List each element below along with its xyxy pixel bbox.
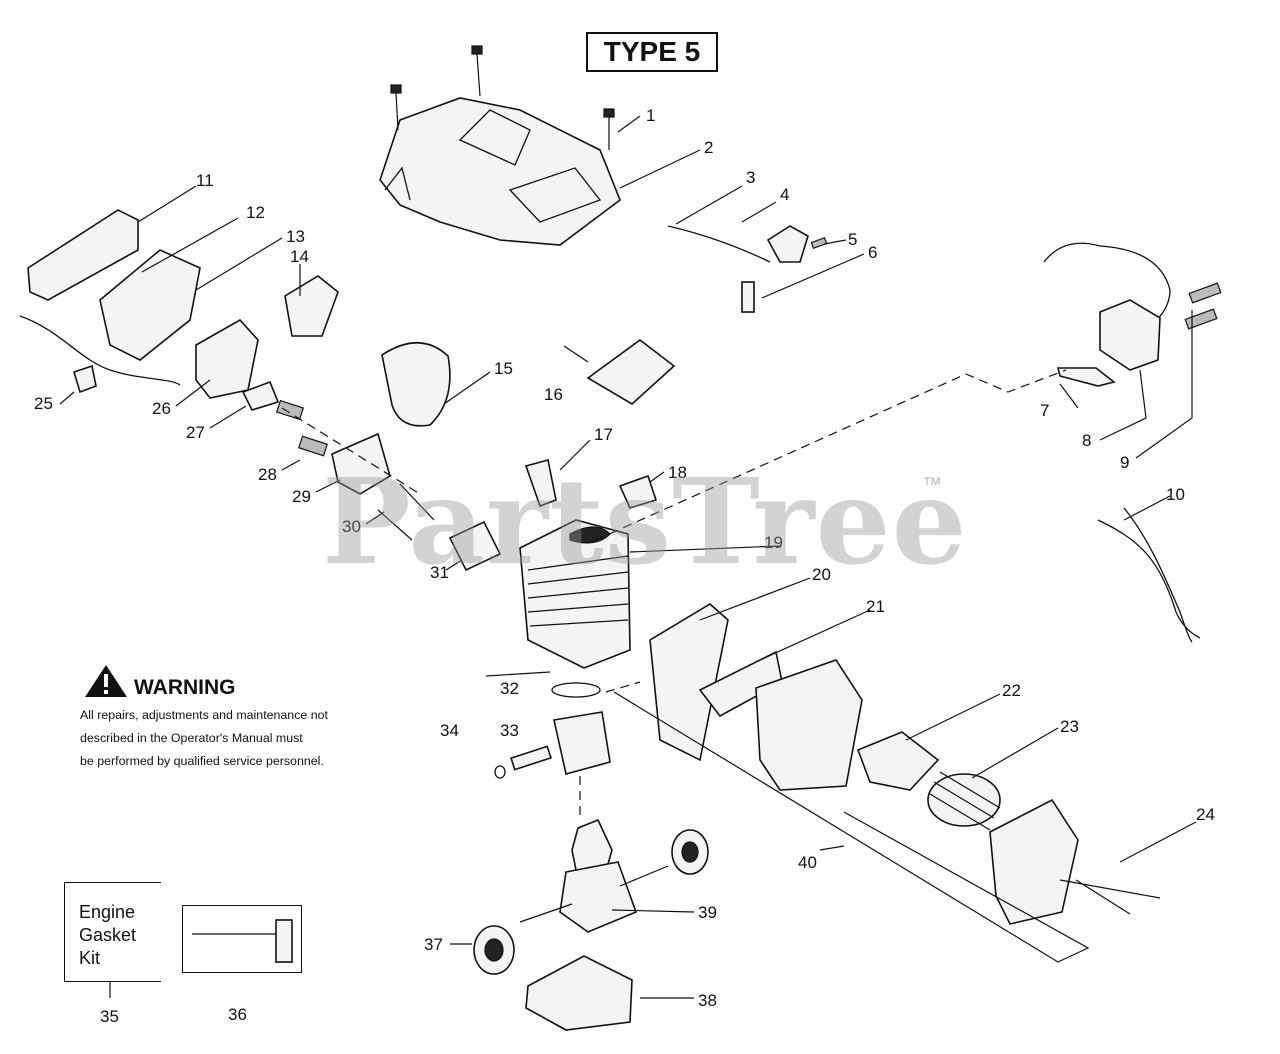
kit-line: Engine xyxy=(79,902,136,922)
part-label: 36 xyxy=(228,1005,247,1024)
wire-harness-part xyxy=(1097,507,1201,643)
kit-label: Engine Gasket Kit xyxy=(79,901,136,970)
air-filter-part xyxy=(19,209,451,427)
part-label: 12 xyxy=(246,203,265,222)
part-label: 19 xyxy=(764,533,783,552)
top-cover-part xyxy=(379,97,621,246)
warning-title: WARNING xyxy=(134,676,236,699)
trademark-mark: ™ xyxy=(922,474,942,496)
muffler-part xyxy=(649,603,1161,925)
part-label: 16 xyxy=(544,385,563,404)
part-label: 39 xyxy=(698,903,717,922)
tool-part xyxy=(192,919,293,963)
part-label: 23 xyxy=(1060,717,1079,736)
part-label: 1 xyxy=(646,106,655,125)
ignition-part xyxy=(1043,242,1222,387)
part-label: 2 xyxy=(704,138,713,157)
part-label: 40 xyxy=(798,853,817,872)
part-label: 32 xyxy=(500,679,519,698)
part-label: 29 xyxy=(292,487,311,506)
fuel-line-part xyxy=(667,225,828,313)
part-label: 24 xyxy=(1196,805,1215,824)
part-label: 8 xyxy=(1082,431,1091,450)
intake-parts xyxy=(275,399,658,572)
part-label: 6 xyxy=(868,243,877,262)
warning-icon xyxy=(85,665,127,697)
part-label: 38 xyxy=(698,991,717,1010)
warning-line: described in the Operator's Manual must xyxy=(80,731,303,745)
decal-part xyxy=(586,339,676,405)
part-label: 27 xyxy=(186,423,205,442)
part-label: 3 xyxy=(746,168,755,187)
part-label: 18 xyxy=(668,463,687,482)
kit-line: Gasket xyxy=(79,925,137,945)
cylinder-part xyxy=(519,519,631,669)
warning-line: be performed by qualified service person… xyxy=(80,754,324,768)
part-label: 35 xyxy=(100,1007,119,1026)
part-label: 10 xyxy=(1166,485,1185,504)
screw-part xyxy=(390,45,615,150)
part-number-labels: 1 2 3 4 5 6 7 8 9 10 11 12 13 14 15 16 1… xyxy=(34,106,1215,1026)
kit-line: Kit xyxy=(79,948,101,968)
part-label: 22 xyxy=(1002,681,1021,700)
part-label: 7 xyxy=(1040,401,1049,420)
warning-text: All repairs, adjustments and maintenance… xyxy=(80,704,380,773)
tool-kit-box xyxy=(182,905,302,973)
part-label: 28 xyxy=(258,465,277,484)
part-label: 5 xyxy=(848,230,857,249)
part-label: 9 xyxy=(1120,453,1129,472)
leader-lines xyxy=(59,115,1197,999)
engine-gasket-kit-box: Engine Gasket Kit xyxy=(64,882,161,982)
part-label: 34 xyxy=(440,721,459,740)
part-label: 26 xyxy=(152,399,171,418)
part-label: 21 xyxy=(866,597,885,616)
warning-line: All repairs, adjustments and maintenance… xyxy=(80,708,328,722)
part-label: 25 xyxy=(34,394,53,413)
part-label: 15 xyxy=(494,359,513,378)
piston-part xyxy=(494,682,611,779)
part-label: 33 xyxy=(500,721,519,740)
type-badge: TYPE 5 xyxy=(586,32,718,72)
part-label: 14 xyxy=(290,247,309,266)
dashed-guide-lines xyxy=(281,369,1067,820)
part-label: 17 xyxy=(594,425,613,444)
part-label: 37 xyxy=(424,935,443,954)
part-label: 13 xyxy=(286,227,305,246)
watermark: PartsTree xyxy=(322,452,968,591)
part-label: 20 xyxy=(812,565,831,584)
crankshaft-part xyxy=(473,818,709,1031)
part-label: 11 xyxy=(196,171,214,190)
part-label: 31 xyxy=(430,563,449,582)
part-label: 30 xyxy=(342,517,361,536)
part-label: 4 xyxy=(780,185,789,204)
